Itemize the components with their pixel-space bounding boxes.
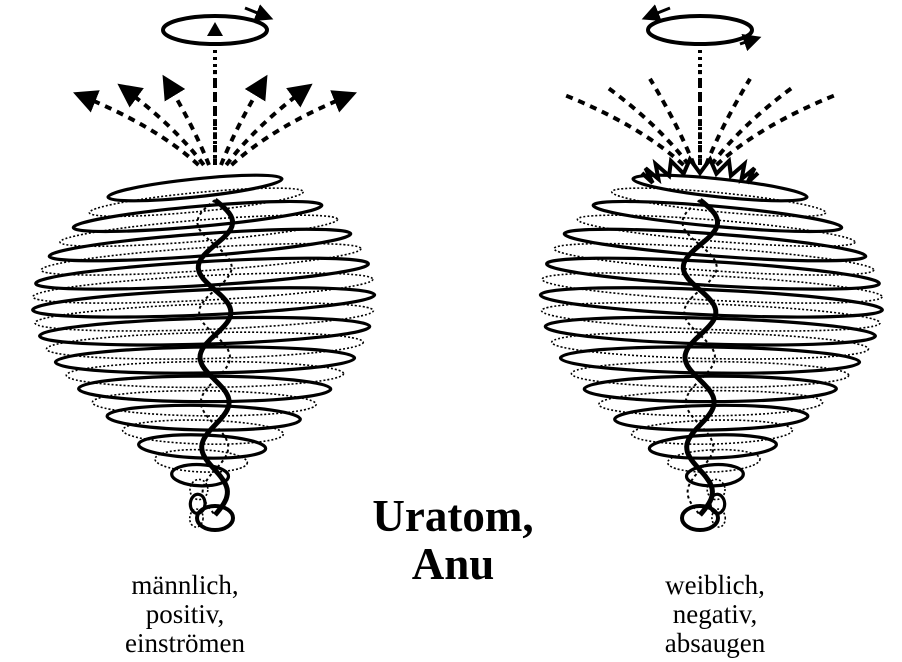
left-caption-line-2: positiv, [90, 600, 280, 629]
right-caption-line-1: weiblich, [620, 571, 810, 600]
atom-ring [72, 195, 322, 237]
left-anu-atom [32, 8, 375, 530]
flux-line [650, 79, 694, 165]
title-line-1: Uratom, [338, 492, 568, 540]
left-caption: männlich, positiv, einströmen [90, 571, 280, 658]
rotation-ring [648, 16, 752, 44]
flux-line [706, 79, 750, 165]
left-caption-line-3: einströmen [90, 629, 280, 658]
rotation-arrow [645, 8, 670, 18]
rotation-arrow [245, 8, 270, 18]
flux-line [221, 79, 265, 165]
left-caption-line-1: männlich, [90, 571, 280, 600]
right-caption-line-3: absaugen [620, 629, 810, 658]
right-caption: weiblich, negativ, absaugen [620, 571, 810, 658]
atom-ring [545, 314, 876, 349]
atom-ring [79, 376, 331, 402]
atom-ring [560, 345, 859, 375]
atom-ring [667, 448, 760, 474]
diagram-title: Uratom, Anu [338, 492, 568, 588]
flux-line [165, 79, 209, 165]
right-caption-line-2: negativ, [620, 600, 810, 629]
right-anu-atom [540, 8, 883, 530]
up-arrow-icon [207, 22, 223, 36]
title-line-2: Anu [338, 540, 568, 588]
